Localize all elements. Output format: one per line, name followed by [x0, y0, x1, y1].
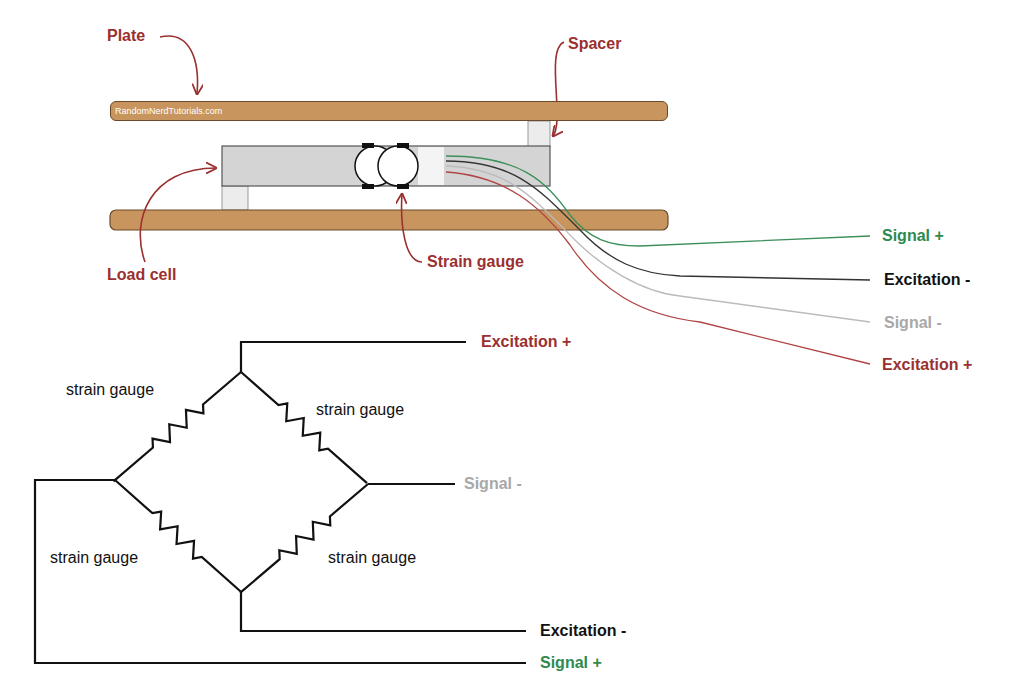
resistor-symbol — [110, 475, 245, 597]
signal-name: Signal - — [884, 313, 942, 333]
resistor-label: strain gauge — [316, 400, 404, 420]
watermark: RandomNerdTutorials.com — [115, 105, 663, 117]
signal-name: Excitation - — [884, 270, 970, 290]
spacer — [222, 186, 248, 210]
part-label: Load cell — [107, 265, 176, 285]
load-cell — [222, 146, 550, 186]
resistor-symbol — [236, 479, 373, 599]
signal-name: Signal + — [882, 226, 944, 246]
part-label: Plate — [107, 26, 145, 46]
strain-gauge — [355, 143, 418, 189]
resistor-label: strain gauge — [328, 548, 416, 568]
resistor-symbol — [236, 367, 371, 489]
signal-name: Excitation + — [481, 332, 571, 352]
part-label: Spacer — [568, 34, 621, 54]
part-label: Strain gauge — [427, 252, 524, 272]
signal-name: Excitation + — [882, 355, 972, 375]
wheatstone-bridge — [35, 342, 526, 663]
leader-lines — [140, 36, 564, 262]
resistor-label: strain gauge — [50, 548, 138, 568]
resistor-label: strain gauge — [66, 380, 154, 400]
plate — [110, 210, 668, 230]
signal-name: Excitation - — [540, 621, 626, 641]
plate: RandomNerdTutorials.com — [110, 101, 668, 121]
load-cell-fade — [418, 147, 444, 185]
spacer — [528, 121, 550, 147]
signal-name: Signal + — [540, 653, 602, 673]
signal-name: Signal - — [464, 474, 522, 494]
